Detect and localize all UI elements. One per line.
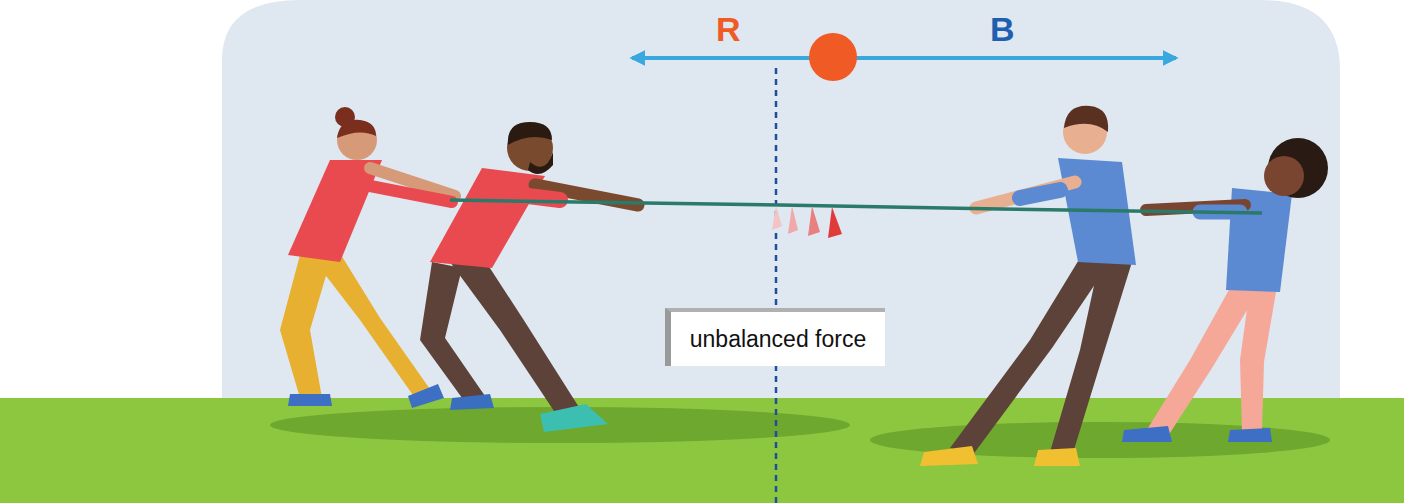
shoe (408, 384, 444, 408)
shoe (1122, 426, 1172, 442)
beard (528, 152, 553, 174)
ribbon (808, 206, 820, 236)
sleeve-arm (365, 185, 452, 202)
shoe (920, 446, 978, 466)
pants-leg (1240, 288, 1276, 432)
left-man (420, 122, 638, 432)
sleeve (520, 195, 560, 200)
ribbon (788, 206, 798, 234)
pants-leg (450, 262, 582, 420)
direction-arrow (632, 56, 1176, 60)
pants-leg (1050, 258, 1132, 456)
right-man (920, 106, 1136, 466)
sky-background (222, 0, 1340, 400)
hair (1064, 106, 1108, 132)
right-woman (1122, 138, 1328, 442)
hair-bun (335, 107, 355, 127)
shoe (540, 404, 608, 432)
sleeve (1020, 190, 1060, 198)
caption-box: unbalanced force (665, 308, 885, 366)
ribbon (828, 207, 842, 238)
rope-ribbons (772, 206, 842, 238)
shoe (450, 394, 494, 410)
left-woman (280, 107, 455, 408)
direction-label: R (716, 10, 741, 49)
center-line (775, 68, 778, 503)
shoe (288, 394, 332, 406)
shirt (430, 168, 545, 268)
shoe (1228, 428, 1272, 442)
shoe (1034, 448, 1080, 466)
rope-marker-dot (809, 33, 857, 81)
direction-label: B (990, 10, 1015, 49)
ribbon (772, 206, 782, 230)
arm (976, 182, 1075, 208)
grass-ground (0, 398, 1404, 503)
pants-leg (280, 255, 330, 398)
box-text: unbalanced force (690, 326, 866, 353)
rope (450, 200, 1262, 213)
shirt (288, 160, 382, 262)
head (1264, 156, 1304, 196)
hair (508, 122, 552, 145)
pants-leg (310, 250, 432, 398)
